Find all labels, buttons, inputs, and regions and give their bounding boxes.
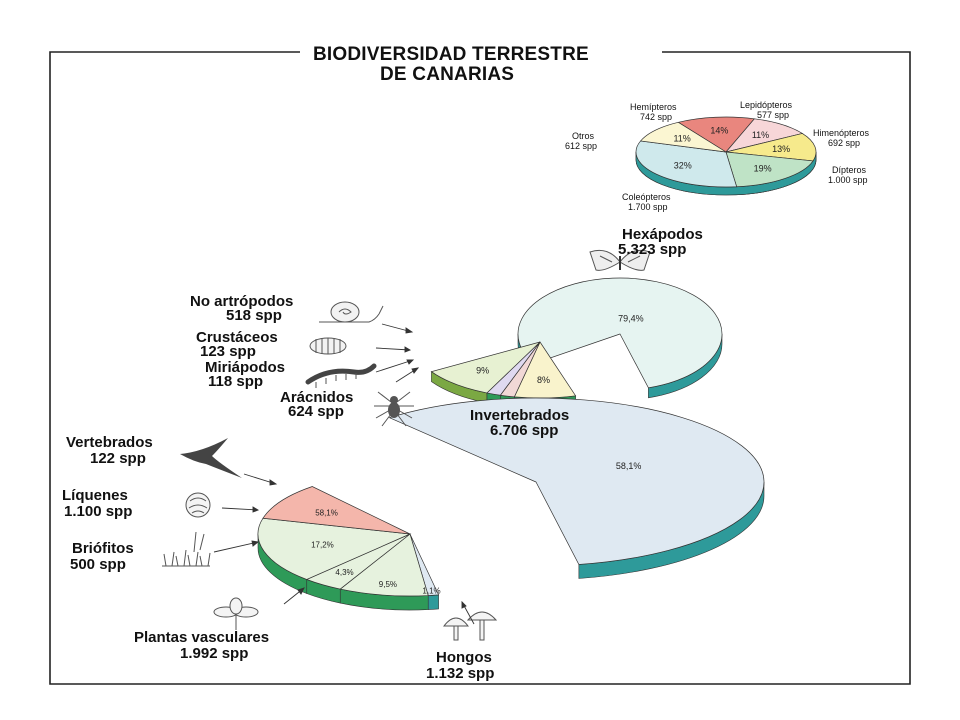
invertebrados-pie: 79,4% 8% 9% [430, 277, 723, 409]
briofitos-percent-label: 4,3% [335, 568, 353, 577]
vertebrados-side [427, 594, 439, 610]
biodiversidad-pie: 58,1% 1,1% 9,5% 4,3% 17,2% 58,1% [257, 397, 765, 611]
dipteros-percent-label: 19% [754, 163, 772, 173]
lepidopteros-spp: 577 spp [757, 110, 789, 120]
otros-percent-label: 11% [673, 134, 690, 144]
hexapodos-pie-labels: Hemípteros 742 spp Lepidópteros 577 spp … [565, 100, 870, 212]
hexapodos-spp: 5.323 spp [618, 241, 686, 258]
invertebrados-percent-label: 58,1% [616, 461, 642, 471]
chart-title-line2: DE CANARIAS [380, 64, 514, 85]
millipede-icon [305, 363, 377, 388]
hexapodos-pie: 14%11%13%19%32%11% [635, 116, 817, 196]
invertebrados-label: Invertebrados [470, 407, 569, 424]
chart-title-line1: BIODIVERSIDAD TERRESTRE [313, 44, 589, 65]
spider-icon [374, 391, 414, 427]
hexapodos-label: Hexápodos [622, 226, 703, 243]
pointer-arrows [213, 323, 475, 625]
himenopteros-percent-label: 13% [772, 144, 790, 154]
invertebrados-labels: Hexápodos 5.323 spp No artrópodos 518 sp… [190, 226, 703, 439]
coleopteros-label: Coleópteros [622, 192, 671, 202]
no-artropodos-percent-label: 8% [537, 375, 550, 385]
mushroom-icon [442, 611, 498, 641]
crustaceos-spp: 123 spp [200, 343, 256, 360]
briofitos-label: Briófitos [72, 540, 134, 557]
aracnidos-slice [430, 341, 541, 394]
otros-label: Otros [572, 131, 595, 141]
biodiversidad-labels: Vertebrados 122 spp Líquenes 1.100 spp B… [62, 434, 494, 682]
plantas-vasculares-slice [257, 517, 412, 580]
moss-icon [162, 531, 211, 567]
plantas-spp: 1.992 spp [180, 645, 248, 662]
otros-slice [639, 121, 727, 153]
crustaceos-label: Crustáceos [196, 329, 278, 346]
hongos-percent-label: 58,1% [315, 508, 338, 517]
hexapodos-slice [517, 277, 723, 389]
himenopteros-label: Himenópteros [813, 128, 870, 138]
hexapodos-percent-label: 79,4% [618, 313, 644, 323]
vertebrados-percent-label: 1,1% [422, 586, 440, 595]
aracnidos-label: Arácnidos [280, 389, 353, 406]
aracnidos-percent-label: 9% [476, 366, 489, 376]
invertebrados-spp: 6.706 spp [490, 422, 558, 439]
plantas-label: Plantas vasculares [134, 629, 269, 646]
invertebrados-slice [388, 397, 765, 565]
plantas-vasculares-percent-label: 17,2% [311, 540, 334, 549]
liquenes-percent-label: 9,5% [379, 580, 397, 589]
coleopteros-percent-label: 32% [674, 161, 692, 171]
bird-icon [180, 438, 242, 478]
liquenes-spp: 1.100 spp [64, 503, 132, 520]
lepidopteros-percent-label: 11% [752, 130, 769, 140]
liquenes-label: Líquenes [62, 487, 128, 504]
lichen-icon [185, 492, 211, 518]
frame-border [49, 51, 911, 685]
coleopteros-spp: 1.700 spp [628, 202, 668, 212]
no-artropodos-label: No artrópodos [190, 293, 293, 310]
coleopteros-slice [635, 140, 738, 188]
hongos-spp: 1.132 spp [426, 665, 494, 682]
otros-spp: 612 spp [565, 141, 597, 151]
no-artropodos-spp: 518 spp [226, 307, 282, 324]
snail-icon [319, 301, 384, 323]
dipteros-label: Dípteros [832, 165, 867, 175]
lepidopteros-label: Lepidópteros [740, 100, 793, 110]
vertebrados-spp: 122 spp [90, 450, 146, 467]
dipteros-slice [725, 151, 814, 188]
briofitos-spp: 500 spp [70, 556, 126, 573]
flower-icon [213, 597, 259, 630]
dipteros-spp: 1.000 spp [828, 175, 868, 185]
vertebrados-label: Vertebrados [66, 434, 153, 451]
hongos-slice [262, 486, 411, 535]
miriapodos-label: Miriápodos [205, 359, 285, 376]
miriapodos-spp: 118 spp [208, 373, 263, 390]
hemipteros-percent-label: 14% [710, 125, 728, 135]
himenopteros-spp: 692 spp [828, 138, 860, 148]
hongos-label: Hongos [436, 649, 492, 666]
hemipteros-spp: 742 spp [640, 112, 672, 122]
liquenes-slice [339, 533, 429, 597]
crustacean-icon [309, 337, 347, 355]
aracnidos-spp: 624 spp [288, 403, 344, 420]
moth-icon [589, 249, 651, 271]
hemipteros-label: Hemípteros [630, 102, 677, 112]
hemipteros-slice [677, 116, 756, 153]
